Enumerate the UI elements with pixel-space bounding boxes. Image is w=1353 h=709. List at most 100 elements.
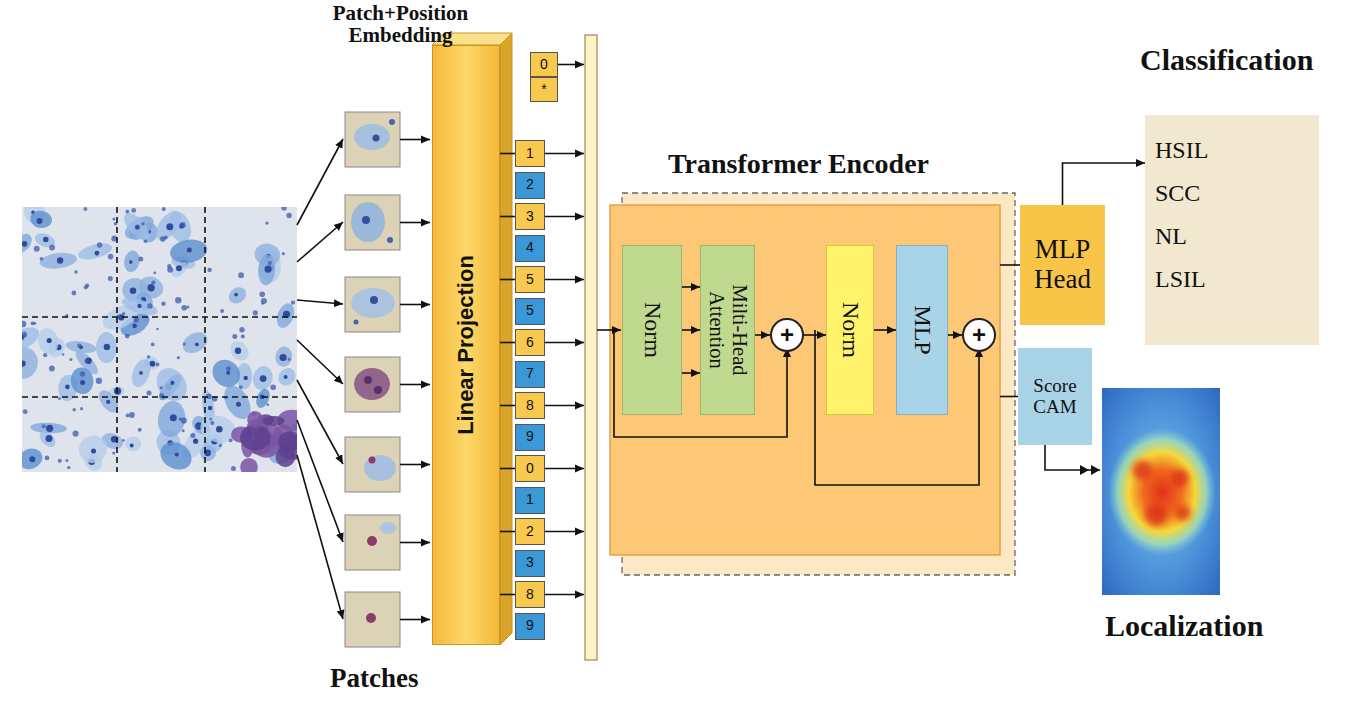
box-label: 2: [526, 524, 534, 539]
cell: [95, 387, 122, 416]
cell: [128, 357, 154, 390]
cell: [179, 328, 211, 357]
box-label: 0: [526, 461, 534, 476]
heat-spot: [1171, 469, 1189, 487]
add-circle: +: [770, 318, 804, 352]
localization-arrow: [1045, 445, 1100, 475]
small-cell: [182, 429, 185, 432]
connector: [682, 372, 700, 374]
small-cell: [125, 334, 130, 339]
patch-square: [345, 515, 400, 570]
patch-arrow: [400, 304, 430, 306]
token-arrows: [545, 65, 584, 595]
patch-token: 3: [515, 203, 545, 230]
patch: [345, 277, 400, 332]
small-cell: [259, 291, 265, 297]
small-cell: [179, 417, 182, 420]
connector: [755, 334, 770, 336]
cell: [73, 430, 112, 469]
small-cell: [45, 456, 50, 461]
nucleus: [147, 284, 154, 291]
nucleus: [370, 296, 378, 304]
patch-square: [345, 112, 400, 167]
token-arrow: [545, 405, 584, 407]
attention-block: Milti-Head Attention: [700, 245, 755, 415]
cell: [254, 387, 273, 410]
patch-arrows: [400, 140, 430, 620]
small-cell: [238, 272, 244, 278]
nucleus: [57, 257, 63, 263]
score-cam-box: Score CAM: [1018, 348, 1092, 445]
connector: [500, 531, 515, 533]
patch-square: [345, 592, 400, 647]
patch-token: 8: [515, 392, 545, 419]
cell: [96, 332, 117, 363]
small-cell: [177, 356, 180, 359]
class-token: *: [530, 77, 558, 102]
nucleus: [137, 304, 141, 308]
cell-cluster: [354, 368, 390, 400]
nucleus: [374, 386, 382, 394]
box-label: 4: [526, 240, 534, 255]
cell: [120, 294, 160, 319]
cell: [22, 230, 35, 256]
patch: [345, 195, 400, 250]
small-cell: [58, 459, 62, 463]
class-name: LSIL: [1145, 258, 1319, 301]
connector: [682, 329, 700, 331]
small-cell: [147, 303, 152, 308]
nucleus: [135, 225, 140, 230]
small-cell: [160, 386, 163, 389]
nucleus: [132, 324, 137, 329]
nucleus: [280, 354, 287, 361]
box-label: 2: [526, 177, 534, 192]
heatmap-ground: [1102, 388, 1220, 595]
cell: [29, 209, 53, 229]
patch-arrow: [400, 464, 430, 466]
cell: [69, 366, 95, 396]
grid-line: [116, 207, 118, 472]
small-cell: [80, 371, 86, 377]
nucleus: [354, 320, 359, 325]
nucleus: [130, 444, 134, 448]
box-label: 1: [526, 492, 534, 507]
nucleus: [216, 426, 223, 433]
class-name: NL: [1145, 215, 1319, 258]
small-cell: [209, 417, 212, 420]
small-cell: [112, 218, 115, 221]
cell: [22, 344, 41, 382]
class-name: HSIL: [1145, 129, 1319, 172]
nucleus: [265, 266, 272, 273]
nucleus: [22, 361, 26, 367]
patch-token: 2: [515, 518, 545, 545]
small-cell: [43, 353, 47, 357]
mlp-block: MLP: [896, 245, 948, 415]
small-cell: [267, 403, 270, 406]
nucleus: [175, 452, 179, 456]
section-heading: Classification: [1140, 43, 1313, 77]
nucleus: [364, 376, 372, 384]
small-cell: [231, 466, 236, 471]
nucleus: [22, 241, 27, 247]
nucleus: [387, 237, 393, 243]
box-label: 1: [526, 146, 534, 161]
patch: [345, 592, 400, 647]
nucleus: [187, 247, 192, 252]
nucleus: [389, 119, 395, 125]
token-arrow: [545, 342, 584, 344]
patch-square: [345, 357, 400, 412]
small-cell: [180, 222, 186, 228]
box-label: MLP Head: [1024, 235, 1101, 294]
patch: [345, 437, 400, 492]
grid-line: [204, 207, 206, 472]
cell: [122, 249, 141, 273]
nucleus: [106, 400, 110, 404]
nucleus: [260, 375, 267, 382]
cell: [168, 237, 209, 265]
nucleus: [80, 380, 85, 385]
cell: [207, 354, 246, 392]
small-cell: [151, 280, 155, 284]
small-cell: [229, 439, 233, 443]
box-label: 8: [526, 398, 534, 413]
patch-arrow: [400, 619, 430, 621]
